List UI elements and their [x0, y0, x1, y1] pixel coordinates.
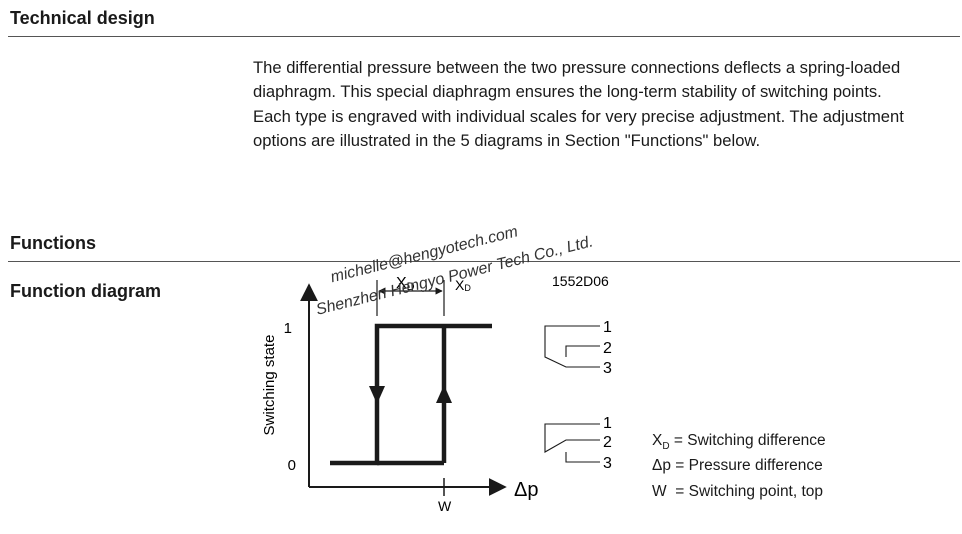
- paragraph: The differential pressure between the tw…: [253, 58, 901, 102]
- legend-text: = Pressure difference: [670, 457, 823, 474]
- contact-terminal: 2: [603, 340, 612, 357]
- diagram-code: 1552D06: [552, 273, 609, 289]
- up-arrow-icon: [436, 385, 452, 403]
- section-divider: [8, 261, 960, 262]
- y-tick-label: 0: [288, 457, 296, 474]
- legend-item: Δp = Pressure difference: [652, 457, 823, 475]
- paragraph: Each type is engraved with individual sc…: [253, 106, 904, 151]
- contact-terminal: 1: [603, 415, 612, 432]
- section-heading-functions: Functions: [10, 233, 96, 253]
- contact-symbol-state-1: [544, 325, 600, 368]
- section-heading-technical-design: Technical design: [10, 8, 155, 28]
- y-tick-label: 1: [284, 320, 292, 337]
- contact-symbol-state-0: [544, 423, 600, 463]
- contact-terminal: 2: [603, 434, 612, 451]
- contact-terminal: 1: [603, 319, 612, 336]
- function-diagram-heading: Function diagram: [10, 281, 162, 301]
- legend-item: XD = Switching difference: [652, 432, 826, 452]
- y-axis-label: Switching state: [261, 335, 278, 436]
- legend-symbol-sub: D: [662, 441, 670, 453]
- legend-text: = Switching point, top: [666, 483, 824, 500]
- x-tick-label: W: [438, 498, 452, 514]
- legend-symbol: W: [652, 483, 667, 500]
- section-divider: [8, 36, 960, 37]
- x-axis-label: Δp: [514, 479, 538, 501]
- down-arrow-icon: [369, 386, 385, 404]
- watermark: michelle@hengyotech.com Shenzhen Hengyo …: [314, 223, 595, 319]
- contact-terminal: 3: [603, 455, 612, 472]
- legend-symbol: X: [652, 432, 663, 449]
- xd-label: XD: [396, 275, 415, 293]
- legend-text: = Switching difference: [669, 432, 826, 449]
- technical-design-text: The differential pressure between the tw…: [253, 56, 953, 154]
- xd-side-label: XD: [455, 277, 471, 293]
- switching-curve: [330, 323, 492, 466]
- legend-item: W = Switching point, top: [652, 483, 823, 501]
- contact-terminal: 3: [603, 360, 612, 377]
- legend-symbol: Δp: [652, 457, 671, 474]
